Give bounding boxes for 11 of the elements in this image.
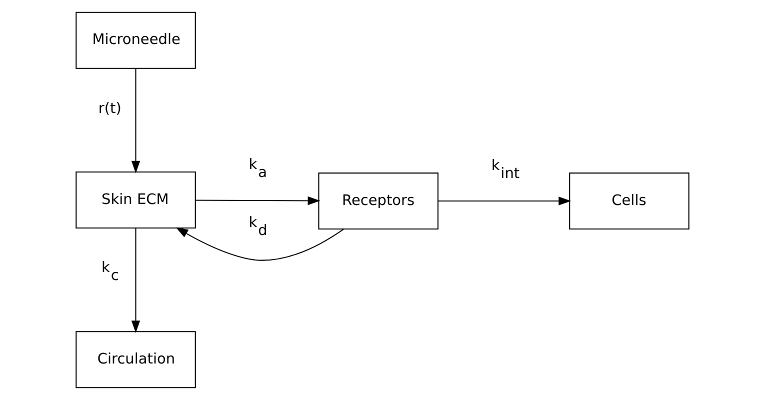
- node-box: Receptors: [318, 172, 438, 230]
- edge-label: r(t): [98, 101, 122, 118]
- node-box: Skin ECM: [76, 172, 196, 228]
- arrow: [131, 68, 140, 174]
- node-box: Cells: [569, 172, 690, 230]
- arrow: [196, 196, 320, 206]
- node-box: Microneedle: [76, 12, 196, 69]
- arrow: [131, 228, 140, 334]
- arrow: [438, 196, 572, 206]
- arrow: [176, 227, 344, 261]
- node-box: Circulation: [76, 331, 196, 388]
